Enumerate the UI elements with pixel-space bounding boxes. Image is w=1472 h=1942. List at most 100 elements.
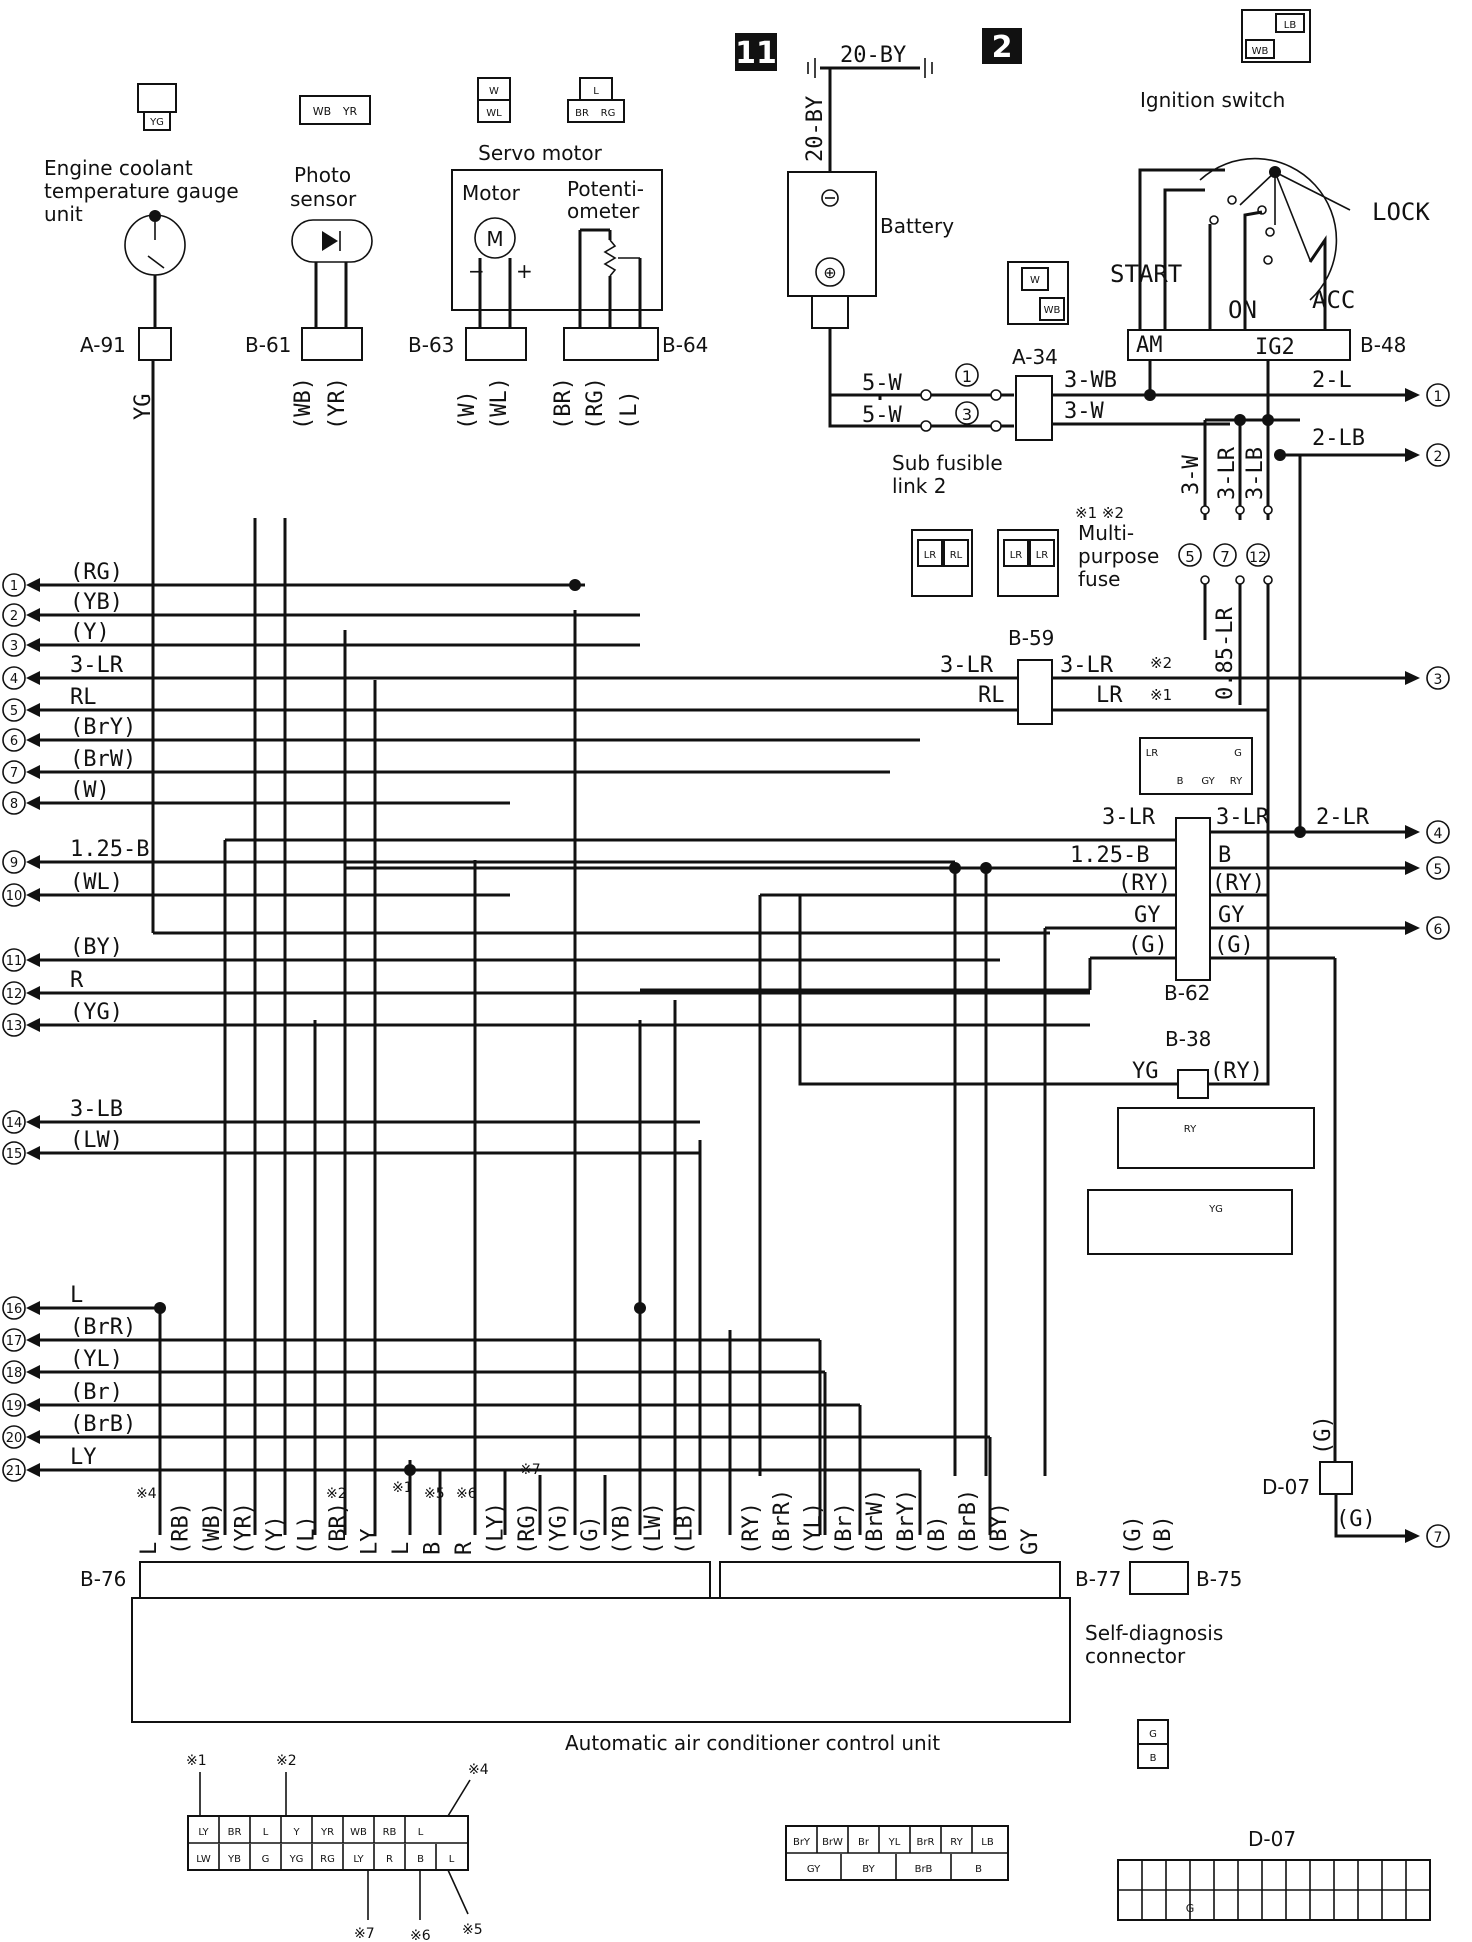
left-ref-4: 4 3-LR [2, 653, 1210, 690]
svg-text:B-75: B-75 [1196, 1567, 1242, 1591]
svg-text:fuse: fuse [1078, 567, 1120, 591]
left-ref-8: 8(W) [2, 778, 510, 815]
svg-text:※6: ※6 [456, 1486, 477, 1502]
pin-label: (LW) [641, 1502, 666, 1555]
left-ref-16: 16L [2, 1283, 162, 1535]
pin-label: (RB) [169, 1502, 194, 1555]
svg-text:(W): (W) [455, 390, 480, 430]
right-ref-1: 1 [1426, 383, 1450, 407]
svg-text:purpose: purpose [1078, 544, 1159, 568]
left-ref-label: (BrY) [70, 715, 136, 740]
left-ref-10: 10(WL) [2, 870, 510, 907]
svg-text:RL: RL [978, 683, 1005, 708]
face-cell: BrB [915, 1864, 933, 1875]
svg-text:2-L: 2-L [1312, 368, 1352, 393]
face-cell: L [449, 1854, 455, 1865]
face-cell: BY [862, 1864, 875, 1875]
svg-text:※1 ※2: ※1 ※2 [1075, 504, 1124, 522]
connector-a34: A-34 W WB 3-WB 3-W 2-L 2-LB [1007, 261, 1405, 457]
right-ref-7: 7 [1426, 1524, 1450, 1548]
left-ref-label: RL [70, 685, 97, 710]
svg-text:Engine coolant: Engine coolant [44, 156, 193, 180]
svg-text:6: 6 [1434, 922, 1443, 938]
svg-text:⊕: ⊕ [823, 263, 836, 282]
left-ref-9: 91.25-B [2, 837, 955, 874]
pin-notes: ※4 ※2 ※1 ※5 ※6 ※7 [136, 1462, 541, 1502]
pin-label: (BrW) [863, 1489, 888, 1555]
svg-text:G: G [1149, 1729, 1157, 1740]
svg-text:connector: connector [1085, 1644, 1186, 1668]
right-ref-4: 4 [1426, 820, 1450, 844]
svg-text:2-LB: 2-LB [1312, 426, 1365, 451]
connector-face-b62: LR G B GY RY [1139, 737, 1253, 795]
face-cell: G [262, 1854, 270, 1865]
left-ref-label: (YL) [70, 1347, 123, 1372]
svg-text:B-59: B-59 [1008, 626, 1054, 650]
vertical-wires [151, 360, 1050, 1535]
diag-pin-label: (B) [1151, 1515, 1176, 1555]
svg-text:(WL): (WL) [487, 377, 512, 430]
svg-text:B-64: B-64 [662, 333, 708, 357]
left-ref-number: 11 [6, 954, 23, 969]
svg-text:ON: ON [1228, 296, 1257, 324]
left-ref-label: (YB) [70, 590, 123, 615]
left-ref-3: 3(Y) [2, 620, 640, 657]
svg-text:link 2: link 2 [892, 474, 946, 498]
left-ref-13: 13(YG) [2, 1000, 1090, 1037]
svg-text:IG2: IG2 [1255, 335, 1295, 360]
left-ref-label: LY [70, 1445, 97, 1470]
svg-text:B-62: B-62 [1164, 981, 1210, 1005]
coolant-gauge-unit: Engine coolant temperature gauge unit [44, 156, 239, 330]
pin-label: (WB) [200, 1502, 225, 1555]
connector-b61: B-61 (WB) (YR) [245, 327, 363, 430]
face-cell: Br [858, 1837, 870, 1848]
left-ref-15: 15(LW) [2, 1128, 700, 1165]
section-badge-11: 11 [735, 33, 777, 71]
svg-text:LOCK: LOCK [1372, 198, 1430, 226]
connector-b38: B-38 YG (RY) RY YG [798, 895, 1315, 1255]
svg-text:B-76: B-76 [80, 1567, 126, 1591]
svg-text:(G): (G) [1311, 1415, 1336, 1455]
svg-text:M: M [486, 227, 503, 251]
svg-text:W: W [489, 86, 499, 97]
connector-face-fuse-a: LR RL [911, 529, 973, 597]
svg-text:YG: YG [1132, 1059, 1159, 1084]
face-cell: YG [289, 1854, 304, 1865]
svg-text:11: 11 [735, 36, 777, 71]
svg-text:3-LR: 3-LR [1216, 805, 1270, 830]
pin-label: (BrB) [956, 1489, 981, 1555]
svg-text:YG: YG [149, 117, 164, 128]
left-ref-number: 2 [10, 609, 18, 624]
left-ref-17: 17(BrR) [2, 1315, 822, 1535]
face-cell: L [418, 1827, 424, 1838]
left-ref-label: (BrW) [70, 747, 136, 772]
left-ref-label: (W) [70, 778, 110, 803]
left-ref-label: 3-LR [70, 653, 124, 678]
pin-label: (BY) [987, 1502, 1012, 1555]
left-ref-label: R [70, 968, 84, 993]
svg-text:(L): (L) [617, 390, 642, 430]
svg-text:3: 3 [1434, 672, 1443, 688]
svg-text:BR: BR [575, 108, 589, 119]
svg-text:3-W: 3-W [1179, 455, 1204, 495]
left-ref-number: 17 [6, 1334, 23, 1349]
left-ref-number: 7 [10, 766, 18, 781]
left-ref-number: 9 [10, 856, 18, 871]
left-ref-number: 4 [10, 672, 18, 687]
svg-text:GY: GY [1218, 903, 1245, 928]
face-cell: LY [353, 1854, 364, 1865]
pin-label: (RG) [515, 1502, 540, 1555]
svg-text:※1: ※1 [392, 1480, 413, 1496]
face-cell: BrY [793, 1837, 811, 1848]
left-ref-label: (WL) [70, 870, 123, 895]
left-ref-number: 5 [10, 704, 18, 719]
svg-text:3-LR: 3-LR [1215, 446, 1240, 500]
svg-text:YR: YR [342, 105, 358, 118]
face-cell: LW [196, 1854, 211, 1865]
left-ref-5: 5 RL [2, 685, 1022, 722]
pin-label: (BrY) [894, 1489, 919, 1555]
svg-text:※6: ※6 [410, 1928, 431, 1942]
svg-text:GY: GY [1201, 776, 1215, 787]
